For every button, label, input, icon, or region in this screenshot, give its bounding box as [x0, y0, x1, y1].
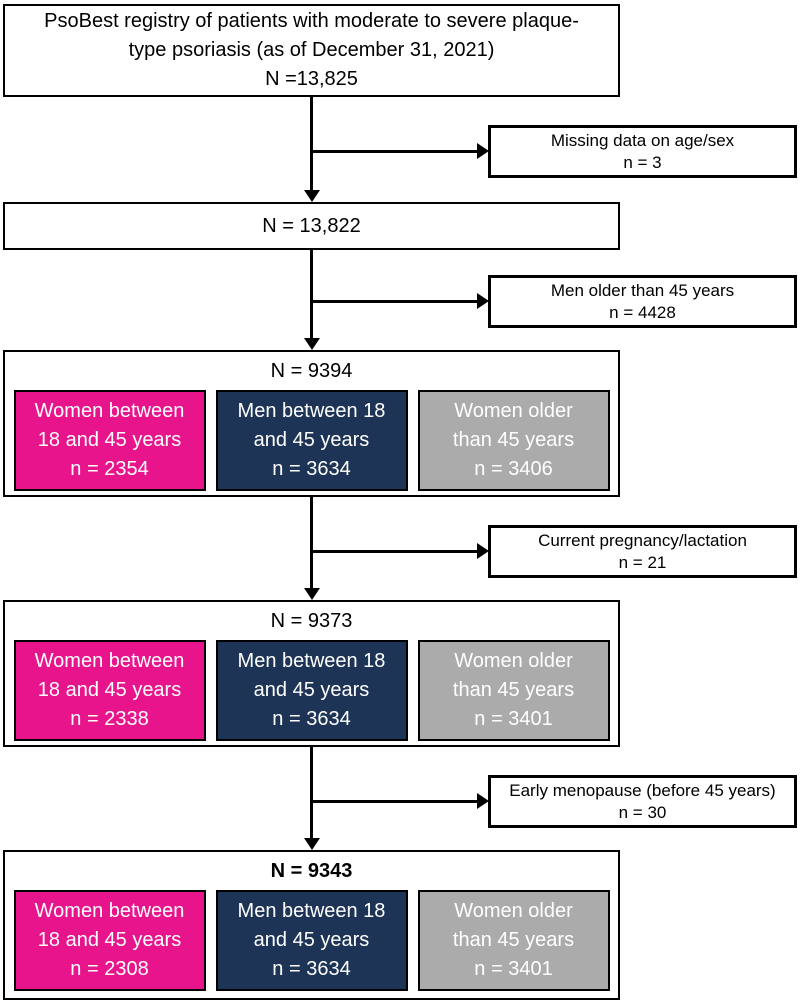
- group-line: than 45 years: [452, 929, 575, 951]
- stage-count-final: N = 9343: [270, 859, 353, 882]
- group-line: than 45 years: [452, 679, 575, 701]
- group-line: Women between: [34, 900, 185, 922]
- exclusion-reason: Current pregnancy/lactation: [538, 530, 747, 550]
- connector-down-line-4: [310, 747, 313, 838]
- connector-down-line-1: [310, 97, 313, 190]
- group-box-men-18-45: Men between 18 and 45 years n = 3634: [215, 390, 408, 491]
- stage-box-9343-final: N = 9343 Women between 18 and 45 years n…: [3, 850, 620, 1000]
- group-count: n = 3401: [474, 958, 553, 980]
- group-count: n = 3634: [272, 708, 351, 730]
- arrow-right-icon-4: [477, 793, 489, 809]
- exclusion-reason: Missing data on age/sex: [550, 130, 735, 150]
- arrow-right-icon-2: [477, 293, 489, 309]
- group-line: Women older: [454, 900, 573, 922]
- group-count: n = 2338: [70, 708, 149, 730]
- connector-branch-line-3: [311, 550, 477, 553]
- connector-branch-line-4: [311, 800, 477, 803]
- exclusion-box-pregnancy-lactation: Current pregnancy/lactation n = 21: [488, 525, 797, 578]
- stage-count: N = 9394: [270, 359, 353, 382]
- group-line: Men between 18: [237, 900, 386, 922]
- group-line: and 45 years: [253, 429, 370, 451]
- arrow-down-icon-4: [304, 838, 320, 850]
- group-count: n = 2308: [70, 958, 149, 980]
- group-line: and 45 years: [253, 929, 370, 951]
- group-line: Women older: [454, 650, 573, 672]
- group-box-women-18-45: Women between 18 and 45 years n = 2338: [13, 640, 206, 741]
- group-box-women-18-45: Women between 18 and 45 years n = 2354: [13, 390, 206, 491]
- group-line: than 45 years: [452, 429, 575, 451]
- connector-down-line-2: [310, 250, 313, 338]
- registry-title-line1: PsoBest registry of patients with modera…: [44, 10, 579, 32]
- exclusion-count: n = 21: [618, 552, 667, 572]
- group-line: 18 and 45 years: [37, 429, 182, 451]
- group-count: n = 3634: [272, 958, 351, 980]
- stage-box-13822: N = 13,822: [3, 202, 620, 250]
- group-row: Women between 18 and 45 years n = 2338 M…: [5, 640, 618, 741]
- arrow-right-icon-3: [477, 543, 489, 559]
- group-line: Men between 18: [237, 650, 386, 672]
- exclusion-box-missing-data: Missing data on age/sex n = 3: [488, 125, 797, 178]
- exclusion-box-early-menopause: Early menopause (before 45 years) n = 30: [488, 775, 797, 828]
- stage-box-9373: N = 9373 Women between 18 and 45 years n…: [3, 600, 620, 747]
- stage-box-9394: N = 9394 Women between 18 and 45 years n…: [3, 350, 620, 497]
- group-line: Women between: [34, 400, 185, 422]
- stage-count: N = 13,822: [262, 214, 361, 237]
- group-count: n = 3406: [474, 458, 553, 480]
- stage-count: N = 9373: [270, 609, 353, 632]
- exclusion-reason: Early menopause (before 45 years): [509, 780, 776, 800]
- registry-title-line2: type psoriasis (as of December 31, 2021): [128, 39, 495, 61]
- group-row: Women between 18 and 45 years n = 2354 M…: [5, 390, 618, 491]
- group-row: Women between 18 and 45 years n = 2308 M…: [5, 890, 618, 991]
- arrow-down-icon-1: [304, 190, 320, 202]
- group-box-women-over-45: Women older than 45 years n = 3401: [417, 640, 610, 741]
- arrow-down-icon-2: [304, 338, 320, 350]
- group-line: Women between: [34, 650, 185, 672]
- exclusion-count: n = 3: [623, 152, 662, 172]
- group-count: n = 3634: [272, 458, 351, 480]
- exclusion-count: n = 30: [618, 802, 667, 822]
- group-count: n = 2354: [70, 458, 149, 480]
- arrow-right-icon-1: [477, 143, 489, 159]
- group-line: 18 and 45 years: [37, 679, 182, 701]
- connector-branch-line-1: [311, 150, 477, 153]
- exclusion-count: n = 4428: [609, 302, 676, 322]
- group-box-men-18-45: Men between 18 and 45 years n = 3634: [215, 640, 408, 741]
- exclusion-box-men-older-45: Men older than 45 years n = 4428: [488, 275, 797, 328]
- group-box-women-over-45: Women older than 45 years n = 3401: [417, 890, 610, 991]
- registry-box: PsoBest registry of patients with modera…: [3, 4, 620, 97]
- group-line: 18 and 45 years: [37, 929, 182, 951]
- group-box-men-18-45: Men between 18 and 45 years n = 3634: [215, 890, 408, 991]
- connector-branch-line-2: [311, 300, 477, 303]
- group-line: Men between 18: [237, 400, 386, 422]
- connector-down-line-3: [310, 497, 313, 588]
- group-line: Women older: [454, 400, 573, 422]
- group-box-women-18-45: Women between 18 and 45 years n = 2308: [13, 890, 206, 991]
- group-box-women-over-45: Women older than 45 years n = 3406: [417, 390, 610, 491]
- registry-total-count: N =13,825: [265, 68, 358, 90]
- group-line: and 45 years: [253, 679, 370, 701]
- group-count: n = 3401: [474, 708, 553, 730]
- arrow-down-icon-3: [304, 588, 320, 600]
- exclusion-reason: Men older than 45 years: [550, 280, 735, 300]
